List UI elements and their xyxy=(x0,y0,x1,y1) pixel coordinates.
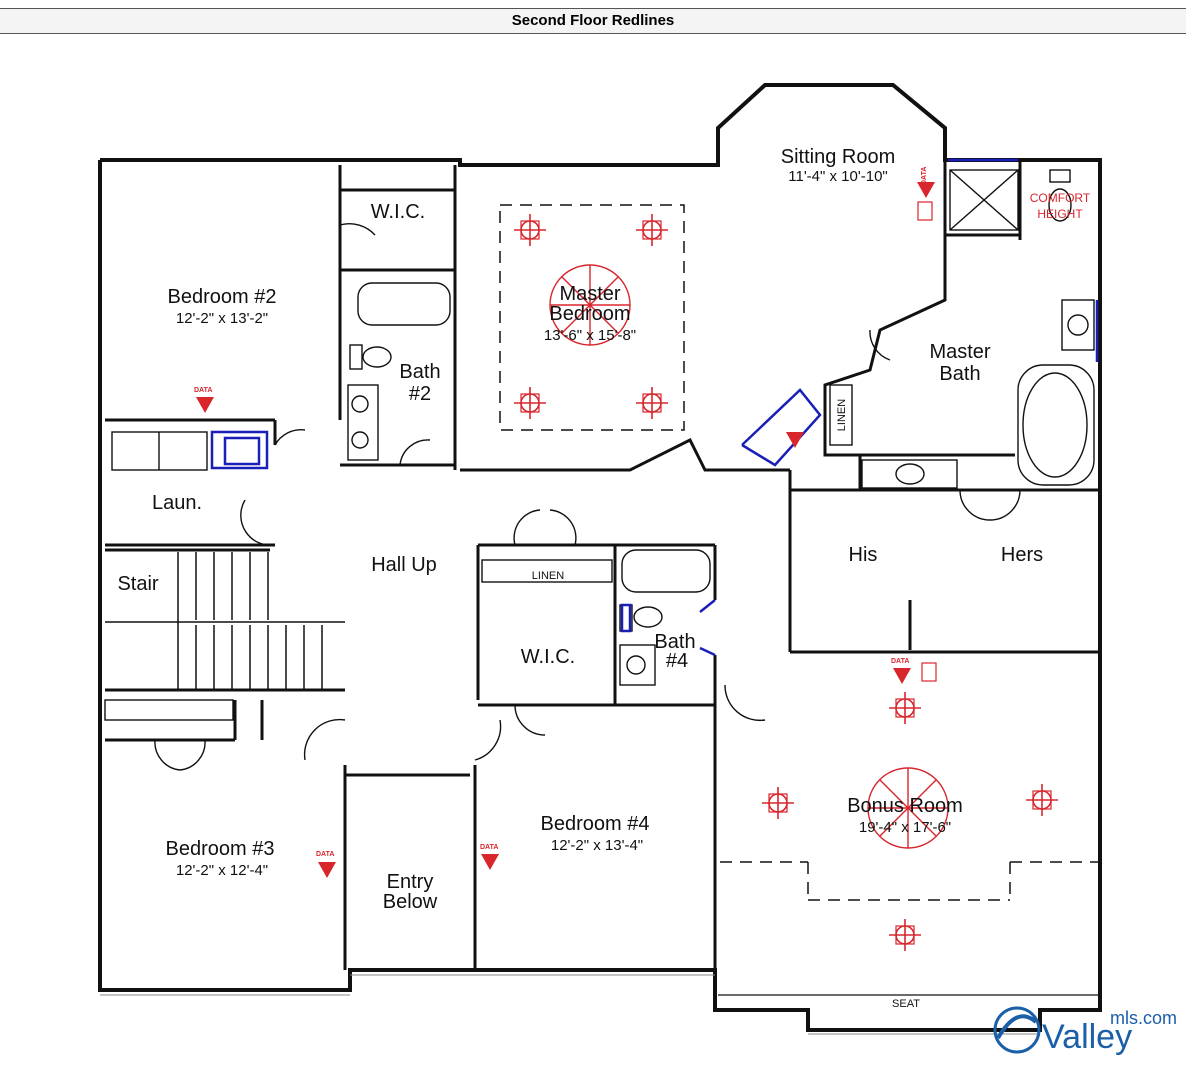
room-dims-bonus: 19'-4" x 17'-6" xyxy=(859,819,951,836)
room-label-entry-1: Entry xyxy=(387,871,434,893)
ceiling-fan-bonus xyxy=(867,767,949,849)
interior-walls xyxy=(105,160,1100,970)
data-tag-label: DATA xyxy=(316,851,334,858)
room-label-master-bath-1: Master xyxy=(929,341,990,363)
bonus-dashed xyxy=(499,204,1100,901)
light-fixture-icon xyxy=(761,786,795,820)
room-label-bath4-1: Bath xyxy=(654,631,695,653)
room-label-bath2-1: Bath xyxy=(399,361,440,383)
data-outlet-icon xyxy=(786,432,804,448)
room-label-seat: SEAT xyxy=(892,998,920,1010)
room-dims-sitting-room: 11'-4" x 10'-10" xyxy=(788,168,888,185)
logo-valley-text: Valley xyxy=(1042,1018,1132,1056)
room-label-wic-top: W.I.C. xyxy=(371,201,425,223)
room-label-master-bedroom-1: Master xyxy=(559,283,620,305)
room-dims-master-bedroom: 13'-6" x 15'-8" xyxy=(544,327,636,344)
light-fixture-icon xyxy=(1025,783,1059,817)
room-label-laundry: Laun. xyxy=(152,492,202,514)
room-label-linen-master: LINEN xyxy=(836,399,848,431)
data-tag-label: DATA xyxy=(891,658,909,665)
ceiling-fan-master xyxy=(549,264,631,346)
room-label-his: His xyxy=(849,544,878,566)
room-label-hers: Hers xyxy=(1001,544,1043,566)
light-fixture-icon xyxy=(513,213,547,247)
room-label-bedroom4: Bedroom #4 xyxy=(541,813,650,835)
room-label-wic-mid: W.I.C. xyxy=(521,646,575,668)
page-title: Second Floor Redlines xyxy=(0,8,1186,34)
room-label-bedroom2: Bedroom #2 xyxy=(168,286,277,308)
blue-redlines xyxy=(210,158,1099,657)
room-label-hall: Hall Up xyxy=(371,554,437,576)
data-outlet-icon xyxy=(893,668,911,684)
room-label-master-bedroom-2: Bedroom xyxy=(549,303,630,325)
light-fixture-icon xyxy=(635,213,669,247)
comfort-height-line1: COMFORT xyxy=(1030,191,1091,205)
door-swings xyxy=(154,223,1021,771)
data-tag-label: DATA xyxy=(194,387,212,394)
stair-treads xyxy=(105,552,345,690)
light-fixture-icon xyxy=(888,918,922,952)
data-outlet-icon xyxy=(318,862,336,878)
light-fixture-icon xyxy=(888,691,922,725)
room-dims-bedroom2: 12'-2" x 13'-2" xyxy=(176,310,268,327)
room-dims-bedroom4: 12'-2" x 13'-4" xyxy=(551,837,643,854)
room-label-bath2-2: #2 xyxy=(409,383,431,405)
room-label-master-bath-2: Bath xyxy=(939,363,980,385)
logo-mls-text: mls.com xyxy=(1110,1008,1177,1028)
room-label-bonus: Bonus Room xyxy=(847,795,963,817)
data-outlet-icon xyxy=(481,854,499,870)
room-dims-bedroom3: 12'-2" x 12'-4" xyxy=(176,862,268,879)
room-label-entry-2: Below xyxy=(383,891,438,913)
data-tag-label: DATA xyxy=(480,844,498,851)
comfort-height-line2: HEIGHT xyxy=(1037,207,1083,221)
room-label-stair: Stair xyxy=(117,573,158,595)
data-tag-label: DATA xyxy=(921,167,928,185)
room-label-bath4-2: #4 xyxy=(666,650,688,672)
fixtures xyxy=(104,169,1095,721)
room-label-linen-mid: LINEN xyxy=(532,570,564,582)
room-label-bedroom3: Bedroom #3 xyxy=(166,838,275,860)
light-fixture-icon xyxy=(513,386,547,420)
light-fixture-icon xyxy=(635,386,669,420)
valley-mls-logo: mls.com Valley xyxy=(993,1006,1177,1056)
tv-tag-icon xyxy=(917,201,937,682)
room-label-sitting-room: Sitting Room xyxy=(781,146,896,168)
data-outlet-icon xyxy=(196,397,214,413)
